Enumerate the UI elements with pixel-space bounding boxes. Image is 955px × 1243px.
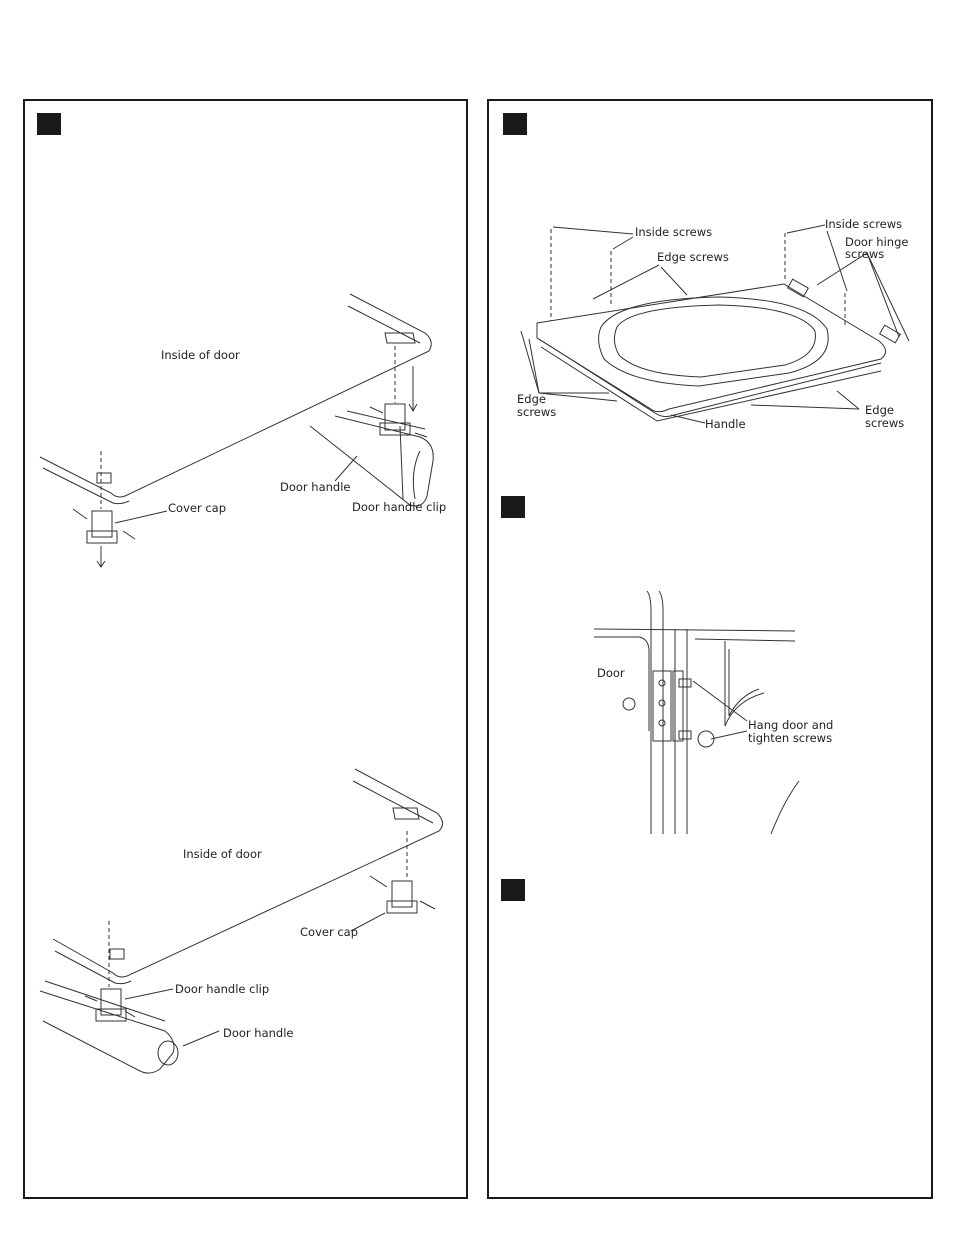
door-hinge-screws-label-line2: screws bbox=[845, 248, 884, 261]
door-handle-label-bottom: Door handle bbox=[223, 1027, 294, 1040]
cover-cap-label: Cover cap bbox=[168, 502, 226, 515]
left-instruction-panel: Inside of door Door handle Door handle c… bbox=[23, 99, 468, 1199]
inside-of-door-label-bottom: Inside of door bbox=[183, 848, 262, 861]
inside-screws-label-right: Inside screws bbox=[825, 218, 902, 231]
cover-cap-label-bottom: Cover cap bbox=[300, 926, 358, 939]
edge-screws-label-left-line2: screws bbox=[517, 406, 556, 419]
inside-screws-label: Inside screws bbox=[635, 226, 712, 239]
hang-door-label-line2: tighten screws bbox=[748, 732, 832, 745]
edge-screws-label-right-line2: screws bbox=[865, 417, 904, 430]
door-handle-label: Door handle bbox=[280, 481, 351, 494]
hinge-illustration bbox=[489, 101, 935, 1201]
door-handle-clip-label-bottom: Door handle clip bbox=[175, 983, 269, 996]
edge-screws-label-top: Edge screws bbox=[657, 251, 729, 264]
door-label: Door bbox=[597, 667, 625, 680]
door-handle-clip-label: Door handle clip bbox=[352, 501, 446, 514]
inside-of-door-label: Inside of door bbox=[161, 349, 240, 362]
handle-label: Handle bbox=[705, 418, 746, 431]
right-instruction-panel: Inside screws Edge screws Inside screws … bbox=[487, 99, 933, 1199]
